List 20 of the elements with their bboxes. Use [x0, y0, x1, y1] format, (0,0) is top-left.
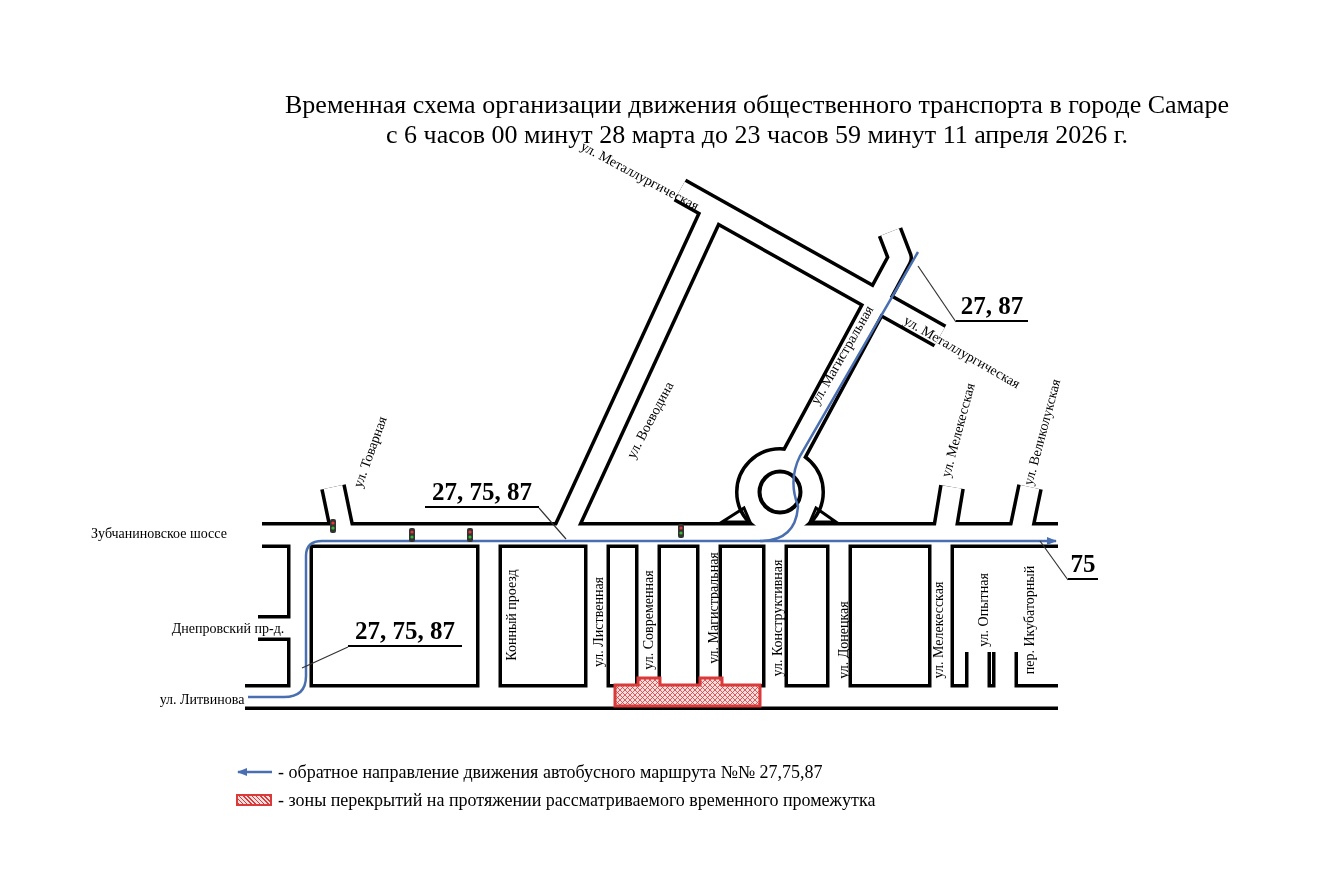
street-name: ул. Лиственная — [590, 576, 606, 668]
street-name: пер. Икубаторный — [1021, 565, 1037, 675]
street-name: ул. Конструктивная — [769, 559, 785, 677]
route-number-label: 75 — [1068, 550, 1098, 580]
route-number-label: 27, 87 — [956, 292, 1028, 322]
street-name: Зубчаниновское шоссе — [91, 525, 227, 541]
street-name: ул. Литвинова — [159, 691, 245, 707]
legend-text: - зоны перекрытий на протяжении рассматриваемого временного промежутка — [278, 789, 876, 812]
street-name: Днепровский пр-д. — [171, 620, 285, 636]
leader-line — [917, 265, 957, 323]
leader-line — [1039, 540, 1069, 581]
route-number-label: 27, 75, 87 — [348, 617, 462, 647]
street-name: Конный проезд — [503, 569, 519, 661]
street-name: ул. Мелекесская — [930, 581, 946, 679]
leader-line — [301, 646, 349, 669]
leader-line — [538, 507, 567, 540]
legend-text: - обратное направление движения автобусного маршрута №№ 27,75,87 — [278, 761, 823, 784]
route-number-label: 27, 75, 87 — [425, 478, 539, 508]
street-name: ул. Опытная — [975, 573, 991, 647]
street-name: ул. Современная — [640, 570, 656, 670]
